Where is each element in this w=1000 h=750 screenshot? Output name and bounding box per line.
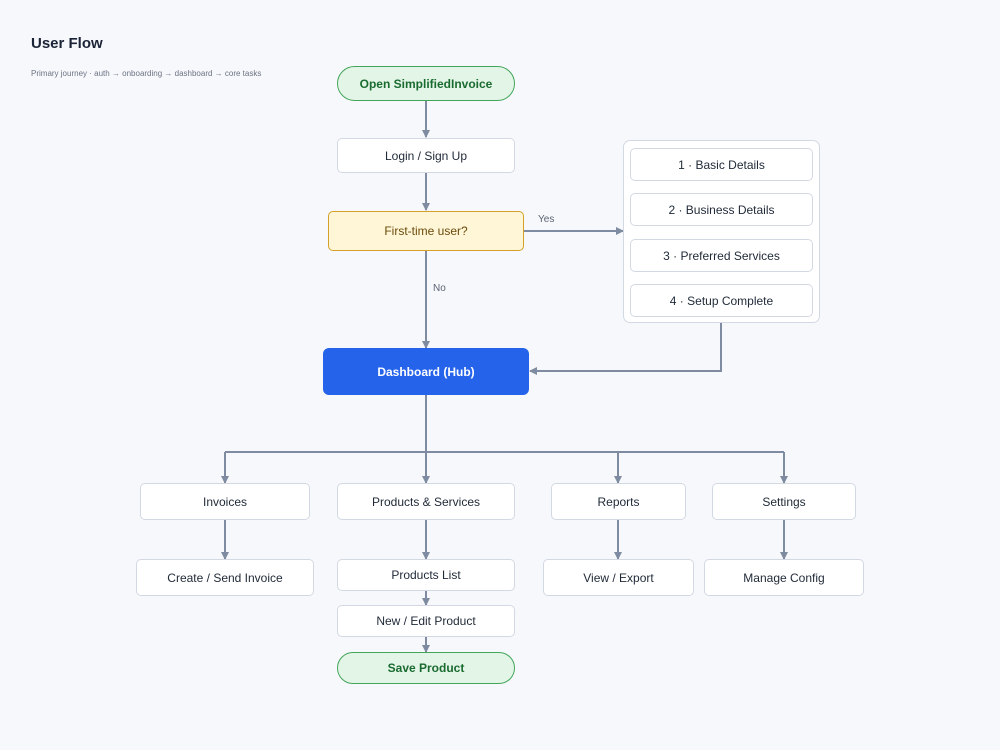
node-reports[interactable]: Reports: [551, 483, 686, 520]
onboarding-step-business-details[interactable]: 2 · Business Details: [630, 193, 813, 226]
onboarding-step-preferred-services[interactable]: 3 · Preferred Services: [630, 239, 813, 272]
diagram-title: User Flow: [31, 35, 103, 52]
onboarding-step-setup-complete[interactable]: 4 · Setup Complete: [630, 284, 813, 317]
node-manage-config[interactable]: Manage Config: [704, 559, 864, 596]
node-dashboard-hub[interactable]: Dashboard (Hub): [323, 348, 529, 395]
edge-onboarding-to-dashboard: [529, 323, 722, 375]
node-open-app[interactable]: Open SimplifiedInvoice: [337, 66, 515, 101]
edge-label-no: No: [433, 283, 446, 294]
node-products-services[interactable]: Products & Services: [337, 483, 515, 520]
node-products-list[interactable]: Products List: [337, 559, 515, 591]
node-save-product[interactable]: Save Product: [337, 652, 515, 684]
onboarding-step-basic-details[interactable]: 1 · Basic Details: [630, 148, 813, 181]
node-invoices[interactable]: Invoices: [140, 483, 310, 520]
node-view-export[interactable]: View / Export: [543, 559, 694, 596]
node-create-send-invoice[interactable]: Create / Send Invoice: [136, 559, 314, 596]
node-first-time-decision[interactable]: First-time user?: [328, 211, 524, 251]
edge-label-yes: Yes: [538, 214, 555, 225]
node-new-edit-product[interactable]: New / Edit Product: [337, 605, 515, 637]
node-settings[interactable]: Settings: [712, 483, 856, 520]
node-login[interactable]: Login / Sign Up: [337, 138, 515, 173]
diagram-subtitle: Primary journey · auth → onboarding → da…: [31, 69, 262, 78]
